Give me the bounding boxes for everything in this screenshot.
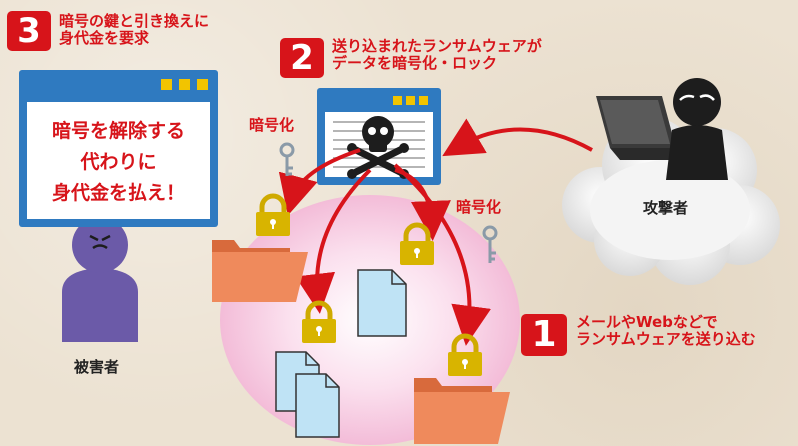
ransom-line: 暗号を解除する [51, 120, 185, 142]
lock-icon [302, 300, 336, 343]
folder-icon [212, 240, 308, 302]
step-3-line1: 暗号の鍵と引き換えに [59, 12, 210, 30]
ransom-line: 代わりに [80, 151, 157, 173]
victim-label: 被害者 [74, 358, 120, 376]
step-2-line1: 送り込まれたランサムウェアが [332, 37, 542, 55]
key-icon [482, 225, 498, 263]
victim-icon [62, 209, 138, 342]
step-2-badge: 2 [280, 38, 324, 78]
step-3-badge: 3 [7, 11, 51, 51]
step-2-line2: データを暗号化・ロック [332, 54, 498, 73]
ransom-window-body: 暗号を解除する 代わりに 身代金を払え！ [27, 102, 210, 219]
encrypt-label-right: 暗号化 [456, 198, 502, 216]
window-button-icon [179, 79, 190, 90]
step-1-line1: メールやWebなどで [576, 313, 718, 331]
step-2-text: 送り込まれたランサムウェアが データを暗号化・ロック [332, 37, 542, 73]
ransom-line: 身代金を払え！ [51, 182, 185, 204]
folder-icon [414, 378, 510, 444]
flow-arrows [278, 118, 593, 346]
document-icon [357, 269, 407, 337]
step-3-line2: 身代金を要求 [59, 29, 150, 48]
step-1-text: メールやWebなどで ランサムウェアを送り込む [576, 313, 756, 349]
window-button-icon [161, 79, 172, 90]
encrypt-label-left: 暗号化 [249, 116, 295, 134]
key-icon [279, 142, 295, 176]
attacker-label: 攻撃者 [643, 199, 689, 217]
ransom-window: 暗号を解除する 代わりに 身代金を払え！ [19, 70, 218, 227]
step-3-text: 暗号の鍵と引き換えに 身代金を要求 [59, 12, 210, 48]
lock-icon [256, 193, 290, 236]
lock-icon [400, 222, 434, 265]
step-1-line2: ランサムウェアを送り込む [576, 330, 756, 349]
document-icon [295, 373, 340, 438]
step-1-badge: 1 [521, 314, 567, 356]
attacker-icon [666, 78, 728, 180]
window-button-icon [197, 79, 208, 90]
lock-icon [448, 333, 482, 376]
